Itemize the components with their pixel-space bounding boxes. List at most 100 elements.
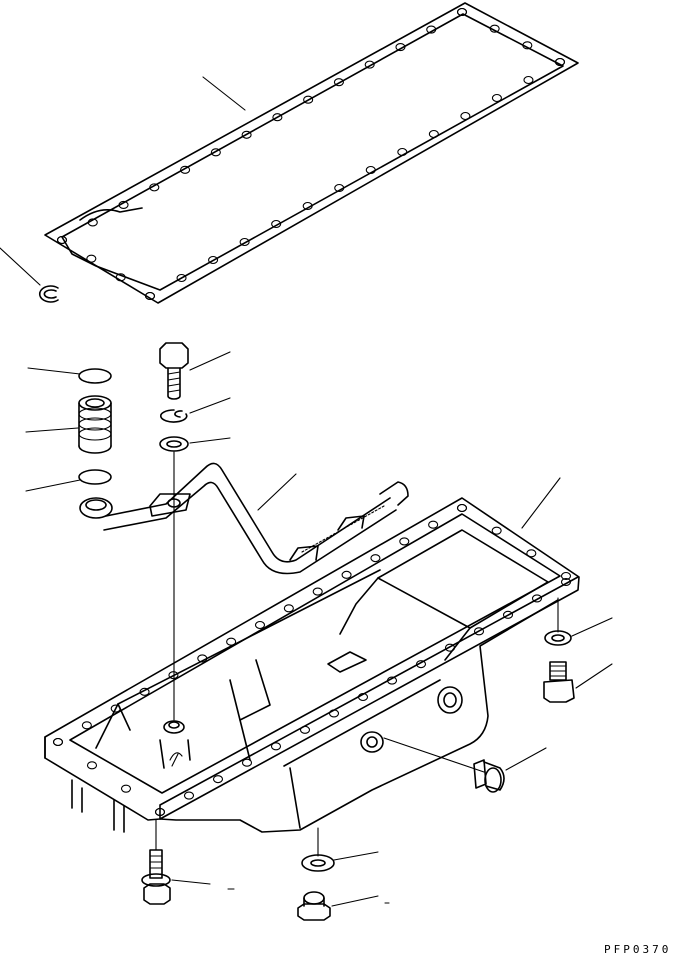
pan-bolt-hole	[531, 594, 543, 603]
pan-bolt-hole	[241, 758, 253, 767]
gasket-bolt-hole	[489, 24, 500, 33]
pan-bolt-hole	[154, 807, 166, 817]
pan-bolt-hole	[270, 742, 282, 751]
clip	[39, 285, 59, 303]
bottom-washer	[301, 854, 335, 872]
bottom-plug	[297, 891, 331, 921]
pan-bolt-hole	[341, 570, 352, 579]
washer	[159, 436, 189, 452]
pan-bolt-hole	[526, 549, 537, 558]
pan-bolt-hole	[428, 520, 439, 529]
leader-oil-pan	[521, 477, 561, 529]
pan-bolt-hole	[168, 671, 179, 680]
oil-pan	[44, 497, 580, 833]
spring-washer	[159, 409, 188, 423]
side-plug	[473, 759, 505, 793]
leader-washer	[189, 437, 231, 444]
pan-bolt-hole	[299, 725, 311, 734]
gasket-bolt-hole	[149, 183, 160, 192]
leader-strainer	[25, 427, 79, 433]
gasket-bolt-hole	[239, 237, 250, 247]
gasket-bolt-hole	[208, 255, 219, 265]
o-ring-upper	[78, 368, 112, 384]
gasket-bolt-hole	[272, 113, 283, 122]
drawing-code: PFP0370	[604, 943, 672, 956]
pan-bolt-hole	[560, 571, 572, 581]
gasket-bolt-hole	[87, 218, 98, 227]
gasket-bolt-hole	[302, 201, 313, 211]
gasket-bolt-hole	[364, 60, 375, 69]
drain-washer	[544, 630, 572, 646]
pan-bolt-hole	[139, 687, 150, 696]
leader-stud-bolt	[171, 879, 211, 885]
leader-bolt	[189, 351, 231, 371]
pan-bolt-hole	[357, 692, 369, 702]
gasket-bolt-hole	[56, 235, 68, 245]
gasket-bolt-hole	[303, 95, 314, 104]
pan-bolt-hole	[502, 610, 514, 619]
gasket-bolt-hole	[115, 273, 126, 282]
pan-bolt-hole	[254, 620, 266, 630]
stud-bolt	[141, 849, 171, 905]
gasket-bolt-hole	[118, 200, 129, 209]
gasket-bolt-hole	[523, 75, 534, 85]
pan-bolt-hole	[52, 737, 64, 747]
pan-bolt-hole	[456, 503, 468, 513]
gasket-bolt-hole	[180, 165, 191, 174]
gasket-bolt-hole	[365, 165, 376, 175]
gasket-bolt-hole	[395, 43, 406, 52]
leader-spring-washer	[189, 397, 231, 414]
gasket-bolt-hole	[491, 93, 502, 103]
pan-bolt-hole	[491, 526, 502, 535]
pan-bolt-hole	[120, 784, 132, 793]
leader-bottom-washer	[333, 851, 379, 861]
leader-suction-tube	[257, 473, 297, 511]
leader-drain-plug	[575, 663, 613, 689]
drain-plug	[543, 661, 575, 703]
pan-bolt-hole	[560, 577, 572, 587]
pan-bolt-hole	[226, 637, 237, 646]
gasket-bolt-hole	[271, 219, 282, 229]
side-plug-centerline	[383, 737, 485, 773]
gasket-bolt-hole	[241, 130, 252, 139]
pan-bolt-hole	[197, 654, 208, 663]
pan-bolt-hole	[183, 791, 195, 800]
gasket-bolt-hole	[522, 41, 533, 50]
gasket-bolt-hole	[144, 291, 156, 301]
leader-drain-washer	[571, 617, 613, 637]
strainer	[78, 395, 112, 454]
gasket-bolt-hole	[428, 129, 439, 139]
leader-side-plug	[505, 747, 547, 771]
gasket-bolt-hole	[426, 25, 437, 34]
pan-bolt-hole	[473, 627, 485, 636]
leader-bottom-plug	[331, 895, 379, 907]
pan-bolt-hole	[328, 709, 340, 718]
pan-bolt-hole	[399, 537, 410, 546]
leader-gasket	[202, 76, 246, 111]
gasket-bolt-hole	[86, 254, 97, 263]
gasket-bolt-hole	[176, 273, 187, 283]
gasket-bolt-hole	[460, 111, 471, 121]
gasket-bolt-hole	[456, 7, 468, 17]
oil-pan-gasket	[44, 2, 579, 304]
pan-bolt-hole	[370, 554, 381, 563]
suction-tube	[79, 462, 409, 575]
pan-bolt-hole	[212, 775, 224, 784]
bolt	[159, 342, 189, 400]
leader-o-ring-lower	[25, 479, 81, 492]
gasket-bolt-hole	[210, 148, 221, 157]
pan-bolt-hole	[81, 721, 92, 730]
pan-bolt-hole	[444, 643, 456, 652]
pan-bolt-hole	[386, 676, 398, 685]
gasket-bolt-hole	[554, 57, 566, 67]
gasket-bolt-hole	[397, 147, 408, 157]
gasket-bolt-hole	[334, 183, 345, 193]
gasket-bolt-hole	[333, 78, 344, 87]
leader-clip	[0, 247, 41, 286]
o-ring-lower	[78, 469, 112, 485]
pan-bolt-hole	[283, 604, 294, 613]
pan-bolt-hole	[312, 587, 323, 596]
leader-o-ring-upper	[27, 367, 81, 375]
pan-bolt-hole	[415, 660, 427, 669]
